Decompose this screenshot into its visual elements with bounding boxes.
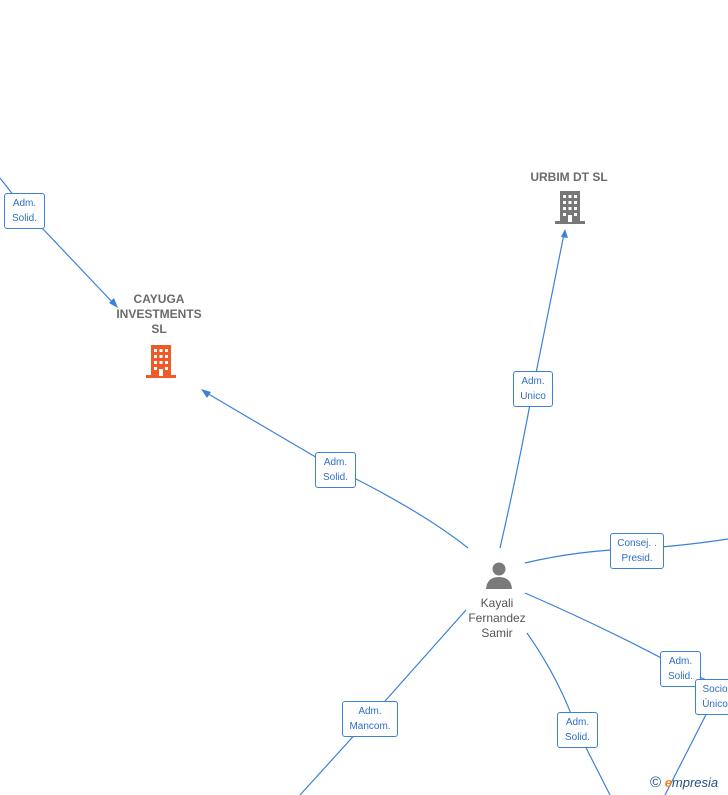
urbim-label-text: URBIM DT SL	[530, 170, 608, 184]
edge-label-adm-solid-bottom[interactable]: Adm. Solid.	[557, 712, 598, 748]
edge-label-socio-unico[interactable]: Socio Único	[695, 679, 728, 715]
edge-label-line2: Solid.	[322, 472, 348, 483]
copyright-symbol: ©	[650, 774, 662, 791]
urbim-label[interactable]: URBIM DT SL	[514, 170, 624, 185]
cayuga-label-line1: CAYUGA	[133, 292, 185, 306]
edge-label-adm-solid-right[interactable]: Adm. Solid.	[660, 651, 701, 687]
cayuga-label-line3: SL	[151, 322, 167, 336]
edge-label-line2: Solid.	[564, 732, 590, 743]
arrow-to-cayuga-top	[109, 298, 118, 308]
empresia-watermark: © empresia	[650, 774, 718, 791]
edge-label-adm-mancom[interactable]: Adm. Mancom.	[342, 701, 398, 737]
edge-label-line1: Adm.	[668, 656, 693, 667]
edge-label-line1: Consej. .	[617, 538, 657, 549]
building-icon-urbim[interactable]	[554, 189, 586, 225]
edge-label-line2: Solid.	[667, 671, 693, 682]
person-label[interactable]: Kayali Fernandez Samir	[452, 596, 542, 641]
person-label-line2: Fernandez	[468, 611, 526, 625]
edge-label-line1: Adm.	[358, 706, 382, 717]
edge-label-line2: Solid.	[11, 213, 37, 224]
building-icon-cayuga[interactable]	[145, 343, 177, 379]
edge-label-line2: Mancom.	[349, 721, 391, 732]
edge-label-adm-unico[interactable]: Adm. Unico	[513, 371, 553, 407]
cayuga-label-line2: INVESTMENTS	[116, 307, 202, 321]
edge-label-adm-solid-top-left[interactable]: Adm. Solid.	[4, 193, 45, 229]
cayuga-label[interactable]: CAYUGA INVESTMENTS SL	[104, 292, 214, 337]
edge-label-line1: Adm.	[12, 198, 37, 209]
edge-label-line2: Unico	[520, 391, 546, 402]
person-label-line1: Kayali	[480, 596, 514, 610]
edge-label-line1: Adm.	[521, 376, 545, 387]
person-icon[interactable]	[484, 560, 514, 590]
edge-label-line2: Presid.	[621, 553, 653, 564]
person-label-line3: Samir	[481, 626, 513, 640]
edge-label-line2: Único	[702, 699, 728, 710]
brand-e: e	[664, 775, 672, 790]
edge-label-line1: Adm.	[323, 457, 348, 468]
arrow-to-cayuga	[201, 389, 211, 398]
edge-label-adm-solid-cayuga[interactable]: Adm. Solid.	[315, 452, 356, 488]
edge-label-line1: Socio	[702, 684, 728, 695]
edge-label-consej-presid[interactable]: Consej. . Presid.	[610, 533, 664, 569]
edge-label-line1: Adm.	[565, 717, 590, 728]
arrow-to-urbim	[561, 229, 568, 238]
brand-rest: mpresia	[671, 775, 719, 790]
